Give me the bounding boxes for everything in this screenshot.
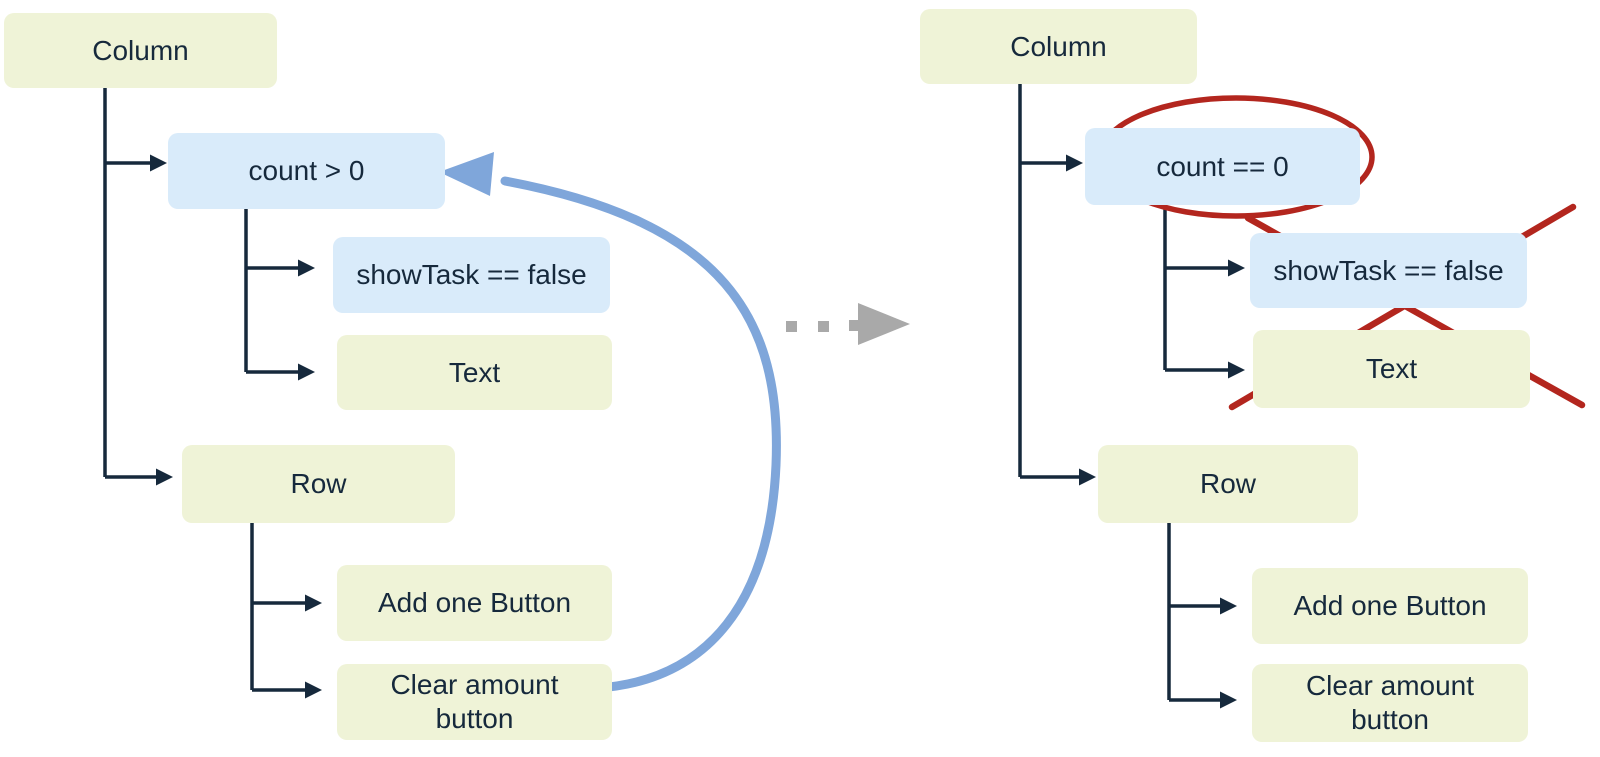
node-row-after: Row <box>1098 445 1358 523</box>
node-label: Row <box>290 468 347 500</box>
node-showtask-before: showTask == false <box>333 237 610 313</box>
arrowhead-icon <box>150 154 167 172</box>
node-label: Text <box>448 356 501 388</box>
node-label: count > 0 <box>248 155 365 187</box>
node-clear-amount-button-after: Clear amount button <box>1252 664 1528 742</box>
node-showtask-after: showTask == false <box>1250 233 1527 308</box>
arrowhead-icon <box>1228 259 1245 277</box>
transition-arrow-icon <box>786 303 910 345</box>
node-column-before: Column <box>4 13 277 88</box>
arrowhead-icon <box>1228 361 1245 379</box>
node-add-one-button-before: Add one Button <box>337 565 612 641</box>
node-row-before: Row <box>182 445 455 523</box>
node-label: Add one Button <box>1293 590 1487 622</box>
arrowhead-icon <box>156 468 173 486</box>
node-label: Column <box>1010 30 1107 62</box>
node-label: Clear amount button <box>390 669 559 734</box>
node-label: Clear amount button <box>1305 670 1475 735</box>
node-text-after: Text <box>1253 330 1530 408</box>
node-label: Add one Button <box>377 587 572 619</box>
node-label: showTask == false <box>1273 254 1504 286</box>
node-label: Column <box>92 34 189 66</box>
arrowhead-icon <box>298 259 315 277</box>
arrowhead-icon <box>305 594 322 612</box>
arrowhead-icon <box>1066 154 1083 172</box>
arrowhead-icon <box>1220 691 1237 709</box>
node-label: showTask == false <box>356 259 587 291</box>
arrowhead-icon <box>305 681 322 699</box>
arrowhead-icon <box>1220 597 1237 615</box>
node-column-after: Column <box>920 9 1197 84</box>
node-text-before: Text <box>337 335 612 410</box>
node-label: Row <box>1199 468 1256 500</box>
node-clear-amount-button-before: Clear amount button <box>337 664 612 740</box>
node-add-one-button-after: Add one Button <box>1252 568 1528 644</box>
node-label: count == 0 <box>1156 150 1289 182</box>
node-condition-after: count == 0 <box>1085 128 1360 205</box>
node-condition-before: count > 0 <box>168 133 445 209</box>
node-label: Text <box>1365 353 1418 385</box>
arrowhead-icon <box>1079 468 1096 486</box>
arrowhead-icon <box>298 363 315 381</box>
